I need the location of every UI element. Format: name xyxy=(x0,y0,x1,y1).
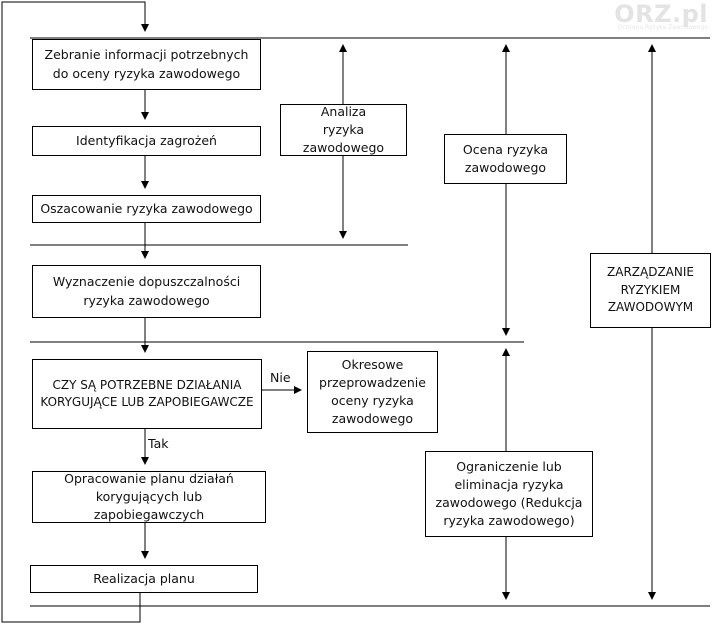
analysis-box: Analiza ryzyka zawodowego xyxy=(280,104,407,156)
plan-box: Opracowanie planu działań korygujących l… xyxy=(32,471,266,523)
reduction-box: Ograniczenie lub eliminacja ryzyka zawod… xyxy=(425,451,593,537)
feedback-loop xyxy=(1,1,149,623)
realize-plan-box: Realizacja planu xyxy=(30,565,258,593)
acceptability-box: Wyznaczenie dopuszczalności ryzyka zawod… xyxy=(32,265,261,318)
identify-hazards-box: Identyfikacja zagrożeń xyxy=(32,126,261,156)
logo-tagline: Ochrona Ryzyka Zawodowego xyxy=(617,24,708,31)
decision-box: CZY SĄ POTRZEBNE DZIAŁANIA KORYGUJĄCE LU… xyxy=(32,359,262,429)
logo-text: ORZ.pl xyxy=(614,0,708,28)
periodic-assessment-box: Okresowe przeprowadzenie oceny ryzyka za… xyxy=(307,351,438,433)
collect-info-box: Zebranie informacji potrzebnych do oceny… xyxy=(32,39,261,90)
yes-label: Tak xyxy=(148,436,169,451)
assessment-box: Ocena ryzyka zawodowego xyxy=(444,134,567,184)
orz-logo: ORZ.pl Ochrona Ryzyka Zawodowego xyxy=(614,0,708,31)
management-box: ZARZĄDZANIE RYZYKIEM ZAWODOWYM xyxy=(590,253,711,328)
no-label: Nie xyxy=(270,370,291,385)
estimate-risk-box: Oszacowanie ryzyka zawodowego xyxy=(32,195,261,223)
